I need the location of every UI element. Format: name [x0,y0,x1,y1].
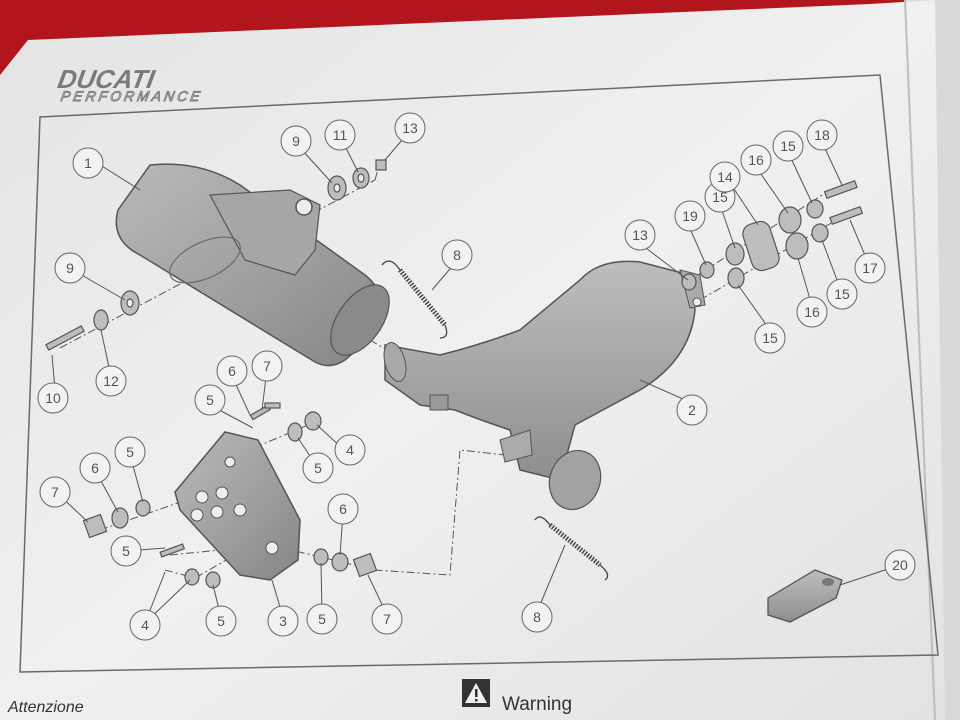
callout-16-bottom: 16 [796,296,828,328]
svg-text:16: 16 [748,152,764,168]
svg-text:19: 19 [682,208,698,224]
svg-text:2: 2 [688,402,696,418]
warning-heading: Warning [502,694,572,715]
diagram-frame [19,74,939,673]
svg-text:7: 7 [263,358,271,374]
callout-17: 17 [854,252,886,284]
callout-7-top: 7 [251,350,283,382]
svg-text:6: 6 [228,363,236,379]
callout-5-top: 5 [194,384,226,416]
warning-triangle-icon [462,679,490,707]
spring-part-lower [534,516,609,581]
svg-text:15: 15 [762,330,778,346]
svg-text:13: 13 [402,120,418,136]
callout-1: 1 [72,147,104,179]
callout-15-d: 15 [754,322,786,354]
svg-text:17: 17 [862,260,878,276]
callout-10: 10 [37,382,69,414]
svg-text:7: 7 [383,611,391,627]
callout-7-left: 7 [39,476,71,508]
callout-11: 11 [324,119,356,151]
svg-text:4: 4 [141,617,149,633]
muffler-part [115,163,390,367]
svg-text:5: 5 [206,392,214,408]
svg-text:5: 5 [217,613,225,629]
svg-text:9: 9 [292,133,300,149]
spring-part-upper [381,260,448,339]
heat-guard-part [174,431,301,581]
svg-text:15: 15 [834,286,850,302]
svg-text:6: 6 [339,501,347,517]
svg-text:5: 5 [122,543,130,559]
callouts: 1 9 11 13 9 12 10 8 13 19 15 14 16 15 18… [37,112,916,641]
svg-text:20: 20 [892,557,908,573]
part-20-tube [767,569,843,623]
svg-text:13: 13 [632,227,648,243]
svg-text:12: 12 [103,373,119,389]
callout-8-bottom: 8 [521,601,553,633]
callout-5-bottom-b: 5 [306,603,338,635]
svg-text:4: 4 [346,442,354,458]
callout-14: 14 [709,161,741,193]
svg-text:15: 15 [780,138,796,154]
callout-4-bottom: 4 [129,609,161,641]
svg-text:3: 3 [279,613,287,629]
svg-text:5: 5 [318,611,326,627]
svg-text:6: 6 [91,460,99,476]
svg-text:5: 5 [126,444,134,460]
callout-20: 20 [884,549,916,581]
brand-name: DUCATI [55,64,157,94]
callout-15-b: 15 [772,130,804,162]
callout-2: 2 [676,394,708,426]
callout-13-right: 13 [624,219,656,251]
callout-6-top: 6 [216,355,248,387]
callout-6-bottom: 6 [327,493,359,525]
svg-text:5: 5 [314,460,322,476]
svg-text:8: 8 [533,609,541,625]
svg-text:10: 10 [45,390,61,406]
callout-9-left: 9 [54,252,86,284]
callout-16-top: 16 [740,144,772,176]
callout-13-top: 13 [394,112,426,144]
callout-5-left: 5 [114,436,146,468]
callout-12: 12 [95,365,127,397]
callout-5-mid: 5 [110,535,142,567]
callout-19: 19 [674,200,706,232]
svg-text:11: 11 [333,127,348,143]
ducati-performance-logo: DUCATI PERFORMANCE [55,64,204,104]
callout-6-left: 6 [79,452,111,484]
svg-text:16: 16 [804,304,820,320]
callout-18: 18 [806,119,838,151]
svg-text:15: 15 [712,189,728,205]
callout-5-right: 5 [302,452,334,484]
callout-15-c: 15 [826,278,858,310]
callout-7-bottom: 7 [371,603,403,635]
svg-text:18: 18 [814,127,830,143]
brand-sub: PERFORMANCE [60,88,205,104]
page-fold-line [904,0,936,720]
attenzione-heading: Attenzione [7,699,84,716]
small-hardware [45,159,864,589]
svg-text:14: 14 [717,169,733,185]
svg-text:1: 1 [84,155,92,171]
svg-text:7: 7 [51,484,59,500]
callout-9-top: 9 [280,125,312,157]
callout-5-bottom-a: 5 [205,605,237,637]
svg-text:8: 8 [453,247,461,263]
callout-4-right: 4 [334,434,366,466]
callout-8-top: 8 [441,239,473,271]
svg-text:9: 9 [66,260,74,276]
callout-3: 3 [267,605,299,637]
